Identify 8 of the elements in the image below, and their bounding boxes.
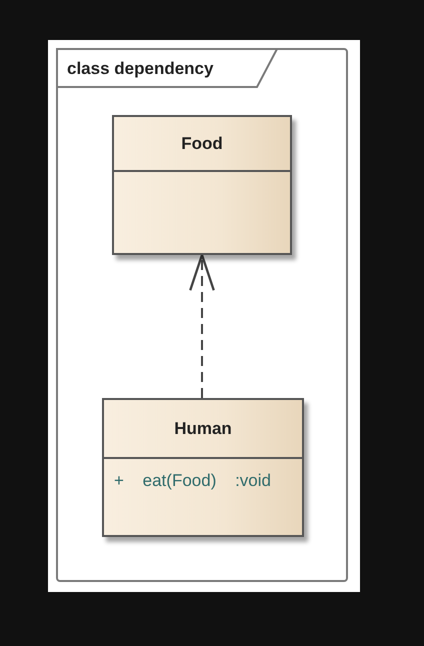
- package-frame: [56, 48, 348, 582]
- class-box: [102, 398, 304, 537]
- method-text: + eat(Food) :void: [114, 471, 271, 491]
- class-name: Human: [174, 418, 232, 438]
- dependency-arrow: [189, 254, 215, 398]
- class-name: Food: [181, 134, 223, 154]
- package-title: class dependency: [67, 59, 214, 79]
- class-box: [112, 115, 292, 255]
